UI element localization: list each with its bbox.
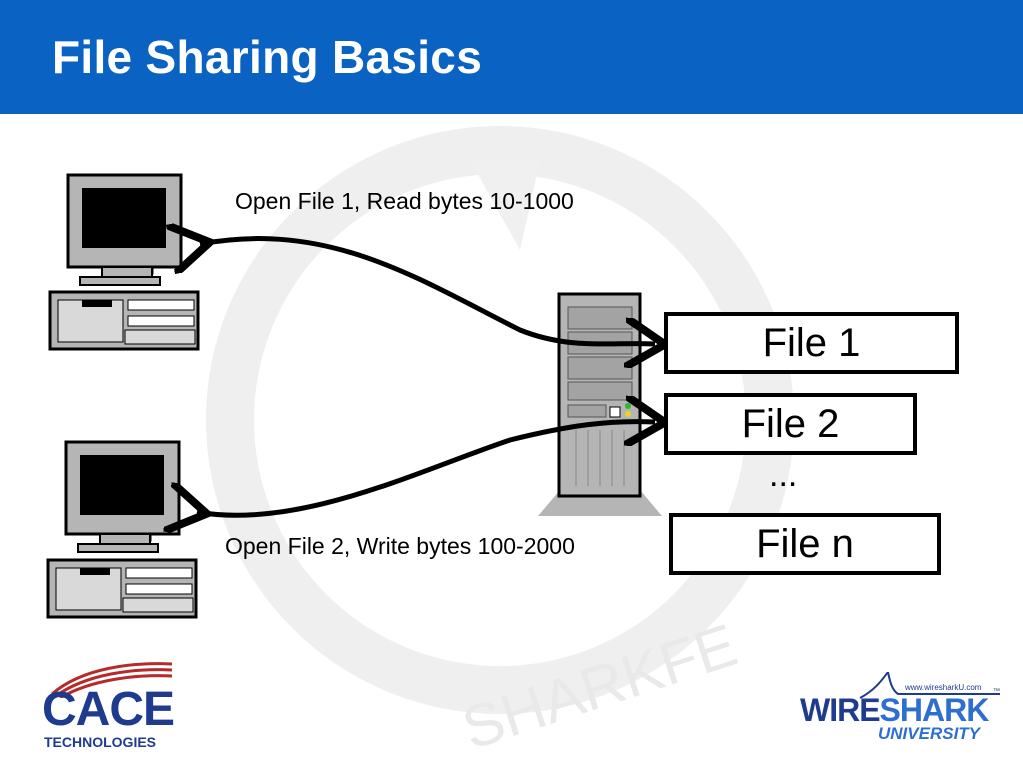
page-title: File Sharing Basics	[52, 31, 483, 83]
university-text: UNIVERSITY	[878, 724, 981, 743]
wireshark-university-logo: www.wiresharkU.com WIRESHARK ™ UNIVERSIT…	[800, 672, 1005, 747]
server-tower-icon	[538, 292, 662, 516]
wireshark-shark-text: SHARK	[879, 692, 990, 728]
file-1-box: File 1	[664, 312, 959, 374]
desktop-computer-icon	[46, 440, 198, 619]
cace-subtitle: TECHNOLOGIES	[44, 734, 157, 750]
write-request-label: Open File 2, Write bytes 100-2000	[225, 533, 575, 559]
swoosh-icon	[51, 662, 173, 698]
write-request-arrow	[197, 422, 655, 516]
file-n-box: File n	[669, 513, 941, 575]
wireshark-wire-text: WIRE	[800, 692, 881, 728]
title-bar: File Sharing Basics	[0, 0, 1023, 114]
shark-fin-icon	[859, 672, 1000, 699]
file-2-box: File 2	[664, 393, 917, 455]
desktop-computer-icon	[48, 173, 200, 351]
file-2-label: File 2	[741, 401, 840, 446]
cace-wordmark: CACE	[42, 683, 175, 736]
file-n-label: File n	[756, 521, 854, 566]
read-request-label: Open File 1, Read bytes 10-1000	[235, 188, 574, 214]
wireshark-url: www.wiresharkU.com	[905, 683, 982, 692]
ellipsis: ...	[769, 456, 798, 494]
wireshark-wordmark: WIRESHARK	[800, 692, 990, 729]
trademark-mark: ™	[993, 688, 1000, 695]
file-1-label: File 1	[762, 320, 861, 365]
read-request-arrow	[200, 239, 655, 344]
cace-logo: CACE TECHNOLOGIES	[42, 658, 177, 753]
